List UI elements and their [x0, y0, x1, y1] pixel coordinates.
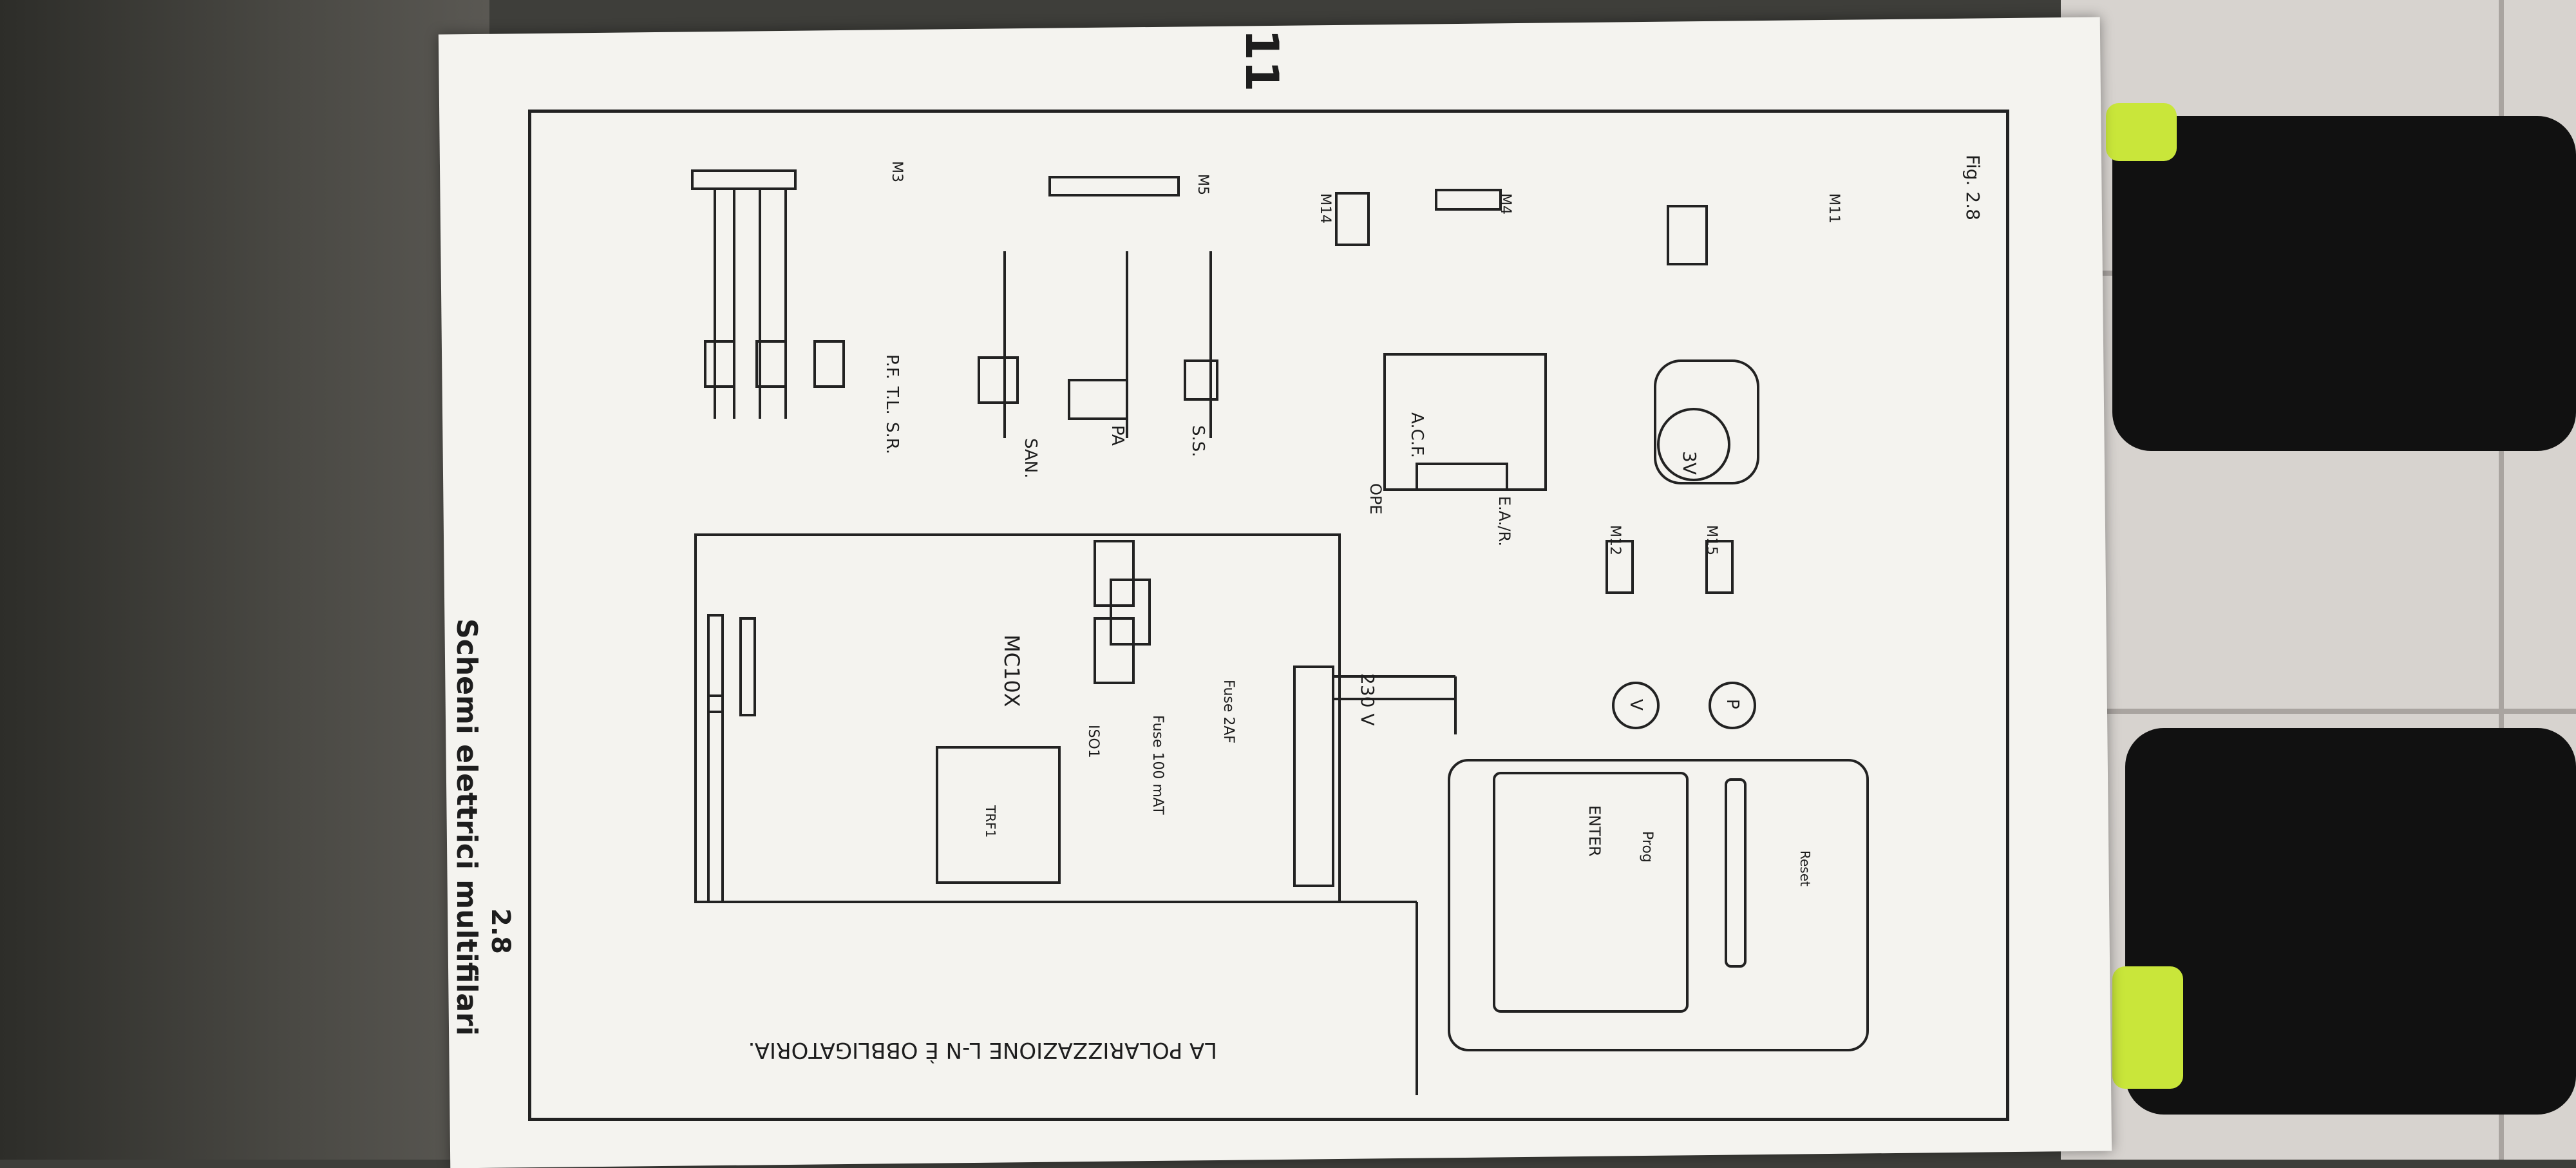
shoe-lace — [2106, 103, 2177, 161]
ss-label: S.S. — [1188, 425, 1208, 457]
relay-rl1 — [1094, 540, 1135, 607]
fuse1-label: Fuse 100 mAT — [1150, 715, 1166, 815]
iso-label: ISO1 — [1085, 725, 1101, 758]
sensor-tl: T.L. — [882, 387, 902, 415]
tile-joint — [2499, 0, 2504, 1160]
m14-label: M14 — [1317, 193, 1333, 224]
relay-rl3 — [1110, 579, 1151, 646]
supply-label: 230 V — [1357, 673, 1378, 726]
sensor-sr: S.R. — [882, 422, 902, 455]
fuse2-label: Fuse 2AF — [1220, 680, 1236, 744]
m12-label: M12 — [1607, 525, 1623, 555]
dark-background — [0, 0, 489, 1160]
pa-label: PA — [1108, 425, 1127, 446]
board-name: MC10X — [999, 635, 1024, 707]
shoe — [2112, 116, 2576, 451]
panel-reset-label: Reset — [1797, 850, 1813, 886]
control-panel — [1448, 759, 1869, 1051]
shoe-lace — [2112, 966, 2183, 1089]
ope-label: OPE — [1367, 483, 1385, 515]
transformer-box — [936, 746, 1061, 884]
m5-label: M5 — [1195, 174, 1211, 195]
san-label: SAN. — [1021, 438, 1040, 479]
m15-label: M15 — [1703, 525, 1719, 555]
board-outline — [694, 533, 1341, 903]
valve-label: 3V — [1679, 451, 1700, 475]
m4-label: M4 — [1497, 193, 1513, 215]
sensor-pf: P.F. — [882, 354, 902, 379]
relay-rl2 — [1094, 617, 1135, 684]
diagram-frame — [528, 110, 2009, 1121]
m11-label: M11 — [1826, 193, 1842, 224]
motor-v: V — [1626, 699, 1645, 711]
acf-label: A.C.F. — [1407, 412, 1426, 459]
pump-p: P — [1723, 699, 1742, 709]
terminal-strip — [1293, 665, 1334, 887]
ea-r-label: E.A./R. — [1495, 496, 1513, 546]
panel-enter-button: ENTER — [1586, 805, 1604, 857]
panel-prog-label: Prog — [1639, 831, 1655, 863]
m3-label: M3 — [889, 161, 905, 182]
transformer-label: TRF1 — [983, 805, 998, 838]
shoe — [2125, 728, 2576, 1115]
tile-joint — [2061, 709, 2576, 714]
